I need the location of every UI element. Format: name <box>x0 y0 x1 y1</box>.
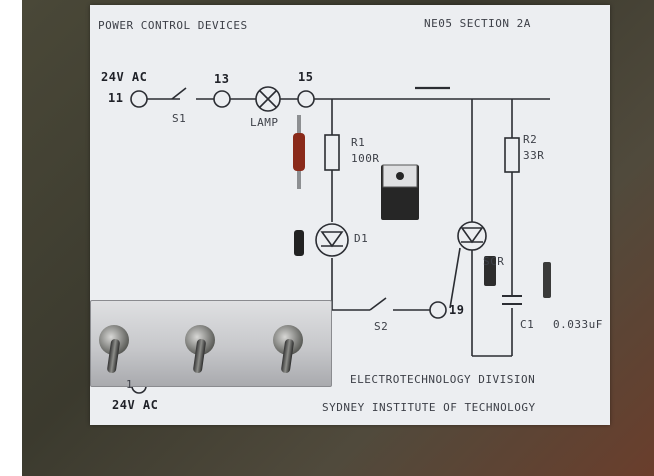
division-label: ELECTROTECHNOLOGY DIVISION <box>350 373 536 386</box>
scr-label: SCR <box>483 255 505 268</box>
institute-label: SYDNEY INSTITUTE OF TECHNOLOGY <box>322 401 536 414</box>
diode-d1-symbol <box>315 223 349 257</box>
toggle-switch-box <box>90 300 332 387</box>
resistor-r1-symbol <box>324 134 340 171</box>
diode-d1-label: D1 <box>354 232 369 245</box>
resistor-r2-symbol <box>504 137 520 173</box>
resistor-r2-value: 33R <box>523 149 545 162</box>
terminal-19-circle <box>429 301 447 319</box>
terminal-15-circle <box>297 90 315 108</box>
capacitor-component <box>543 262 551 298</box>
scr-symbol <box>457 221 487 251</box>
terminal-11-circle <box>130 90 148 108</box>
toggle-switch-right[interactable] <box>273 325 303 355</box>
switch-s1-label: S1 <box>172 112 187 125</box>
diode-component <box>294 230 304 256</box>
resistor-r2-name: R2 <box>523 133 538 146</box>
toggle-switch-left[interactable] <box>99 325 129 355</box>
capacitor-c1-value: 0.033uF <box>553 318 603 331</box>
resistor-component <box>293 133 305 171</box>
terminal-19-label: 19 <box>449 303 465 317</box>
switch-s2-label: S2 <box>374 320 389 333</box>
terminal-13-circle <box>213 90 231 108</box>
terminal-13-label: 13 <box>214 72 230 86</box>
toggle-switch-middle[interactable] <box>185 325 215 355</box>
lamp-symbol <box>255 86 281 112</box>
supply-bottom-label: 24V AC <box>112 398 159 412</box>
supply-top-label: 24V AC <box>101 70 148 84</box>
panel-section: NE05 SECTION 2A <box>424 17 531 30</box>
scr-component <box>484 256 496 286</box>
panel-title: POWER CONTROL DEVICES <box>98 19 248 32</box>
resistor-r1-value: 100R <box>351 152 380 165</box>
lamp-label: LAMP <box>250 116 279 129</box>
terminal-15-label: 15 <box>298 70 314 84</box>
terminal-11-label: 11 <box>108 91 124 105</box>
resistor-r1-name: R1 <box>351 136 366 149</box>
terminal-1-label: 1 <box>126 378 134 391</box>
capacitor-c1-name: C1 <box>520 318 535 331</box>
